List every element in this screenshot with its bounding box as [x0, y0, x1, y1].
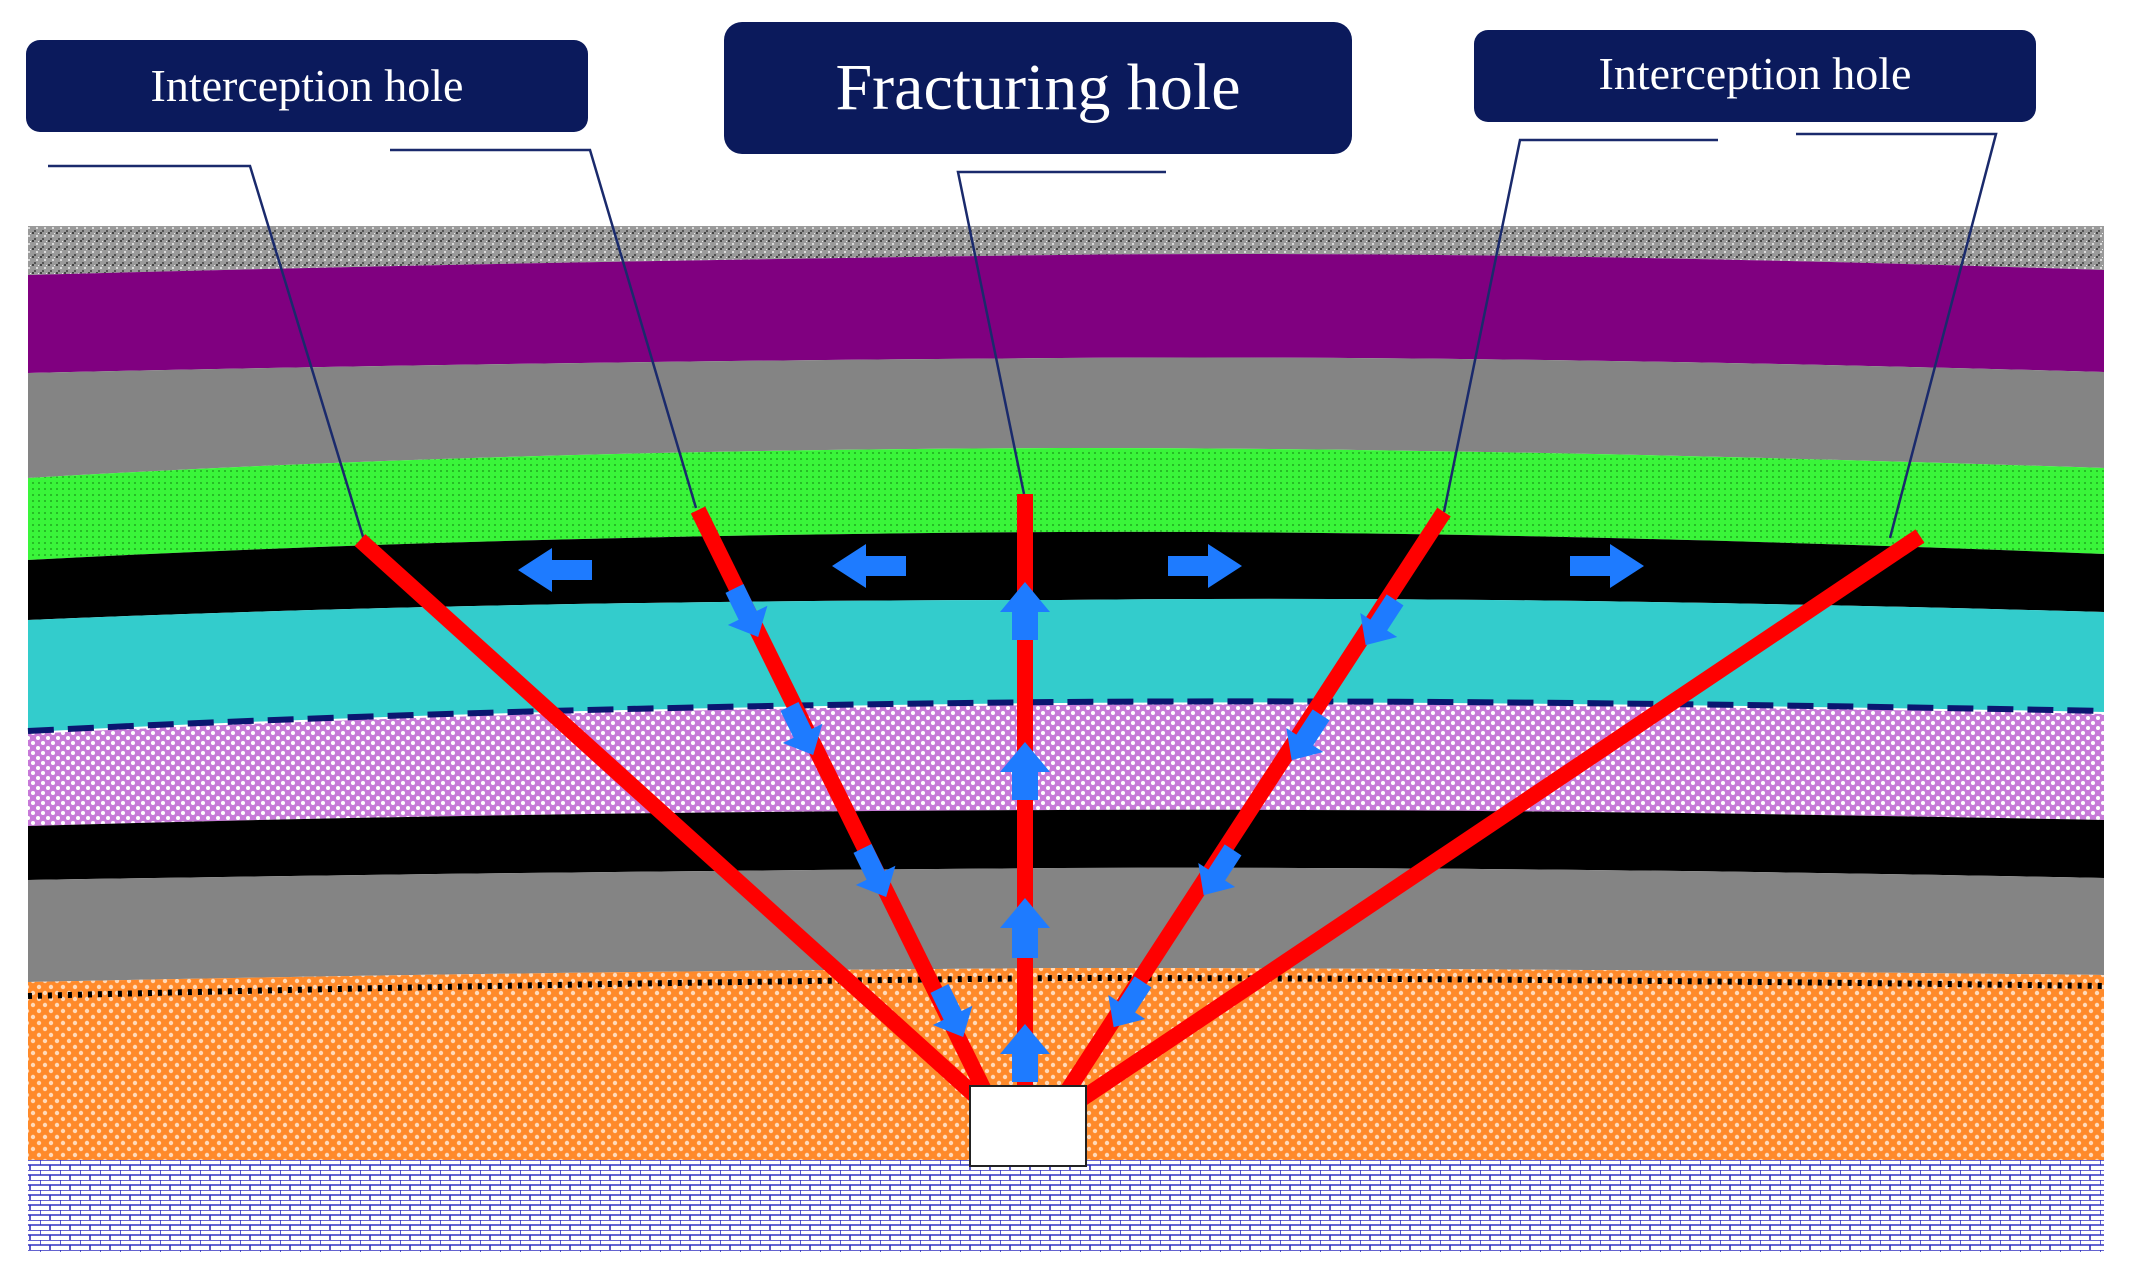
leader-line-center [956, 170, 1166, 495]
arrow-right-icon [1570, 544, 1644, 588]
arrow-up-icon [1000, 742, 1050, 800]
dotted-purple-layer [28, 704, 2104, 826]
leader-line-right-2 [1796, 132, 1998, 539]
arrow-down-left-icon [1360, 594, 1404, 646]
arrow-down-left-icon [1198, 844, 1242, 896]
arrow-down-right-icon [853, 844, 896, 897]
arrow-down-right-icon [930, 984, 973, 1037]
orange-layer [28, 968, 2104, 1160]
arrow-left-icon [518, 548, 592, 592]
grey-layer-upper [28, 357, 2104, 478]
grey-layer-lower [28, 867, 2104, 982]
arrow-left-icon [832, 544, 906, 588]
label-fracturing-text: Fracturing hole [835, 51, 1240, 124]
leader-line-left-2 [390, 148, 698, 509]
label-interception-right-text: Interception hole [1599, 48, 1912, 99]
dashed-boundary [27, 698, 2105, 736]
topsoil-layer [28, 226, 2104, 275]
interception-hole-left-1 [354, 534, 986, 1106]
brick-layer [28, 1160, 2104, 1252]
leader-line-right-1 [1442, 138, 1718, 513]
arrow-up-icon [1000, 898, 1050, 958]
label-fracturing-center: Fracturing hole [724, 22, 1352, 154]
label-interception-right: Interception hole [1474, 30, 2036, 122]
arrow-down-right-icon [780, 702, 823, 755]
arrow-down-right-icon [725, 584, 768, 637]
leader-lines [48, 132, 1998, 541]
arrow-up-icon [1000, 1024, 1050, 1082]
label-interception-left-text: Interception hole [151, 60, 464, 111]
arrow-down-left-icon [1108, 976, 1152, 1028]
drilling-chamber [969, 1085, 1087, 1167]
arrow-up-icon [1000, 582, 1050, 640]
coal-seam-lower [28, 809, 2104, 880]
interception-hole-right-2 [1075, 529, 1925, 1107]
purple-layer [28, 254, 2104, 373]
flow-arrows [518, 544, 1644, 1082]
label-interception-left: Interception hole [26, 40, 588, 132]
strata-layers [27, 226, 2105, 1252]
dotted-boundary [27, 974, 2105, 999]
arrow-down-left-icon [1286, 709, 1330, 761]
leader-line-left-1 [48, 164, 366, 541]
green-layer [28, 448, 2104, 560]
arrow-right-icon [1168, 544, 1242, 588]
